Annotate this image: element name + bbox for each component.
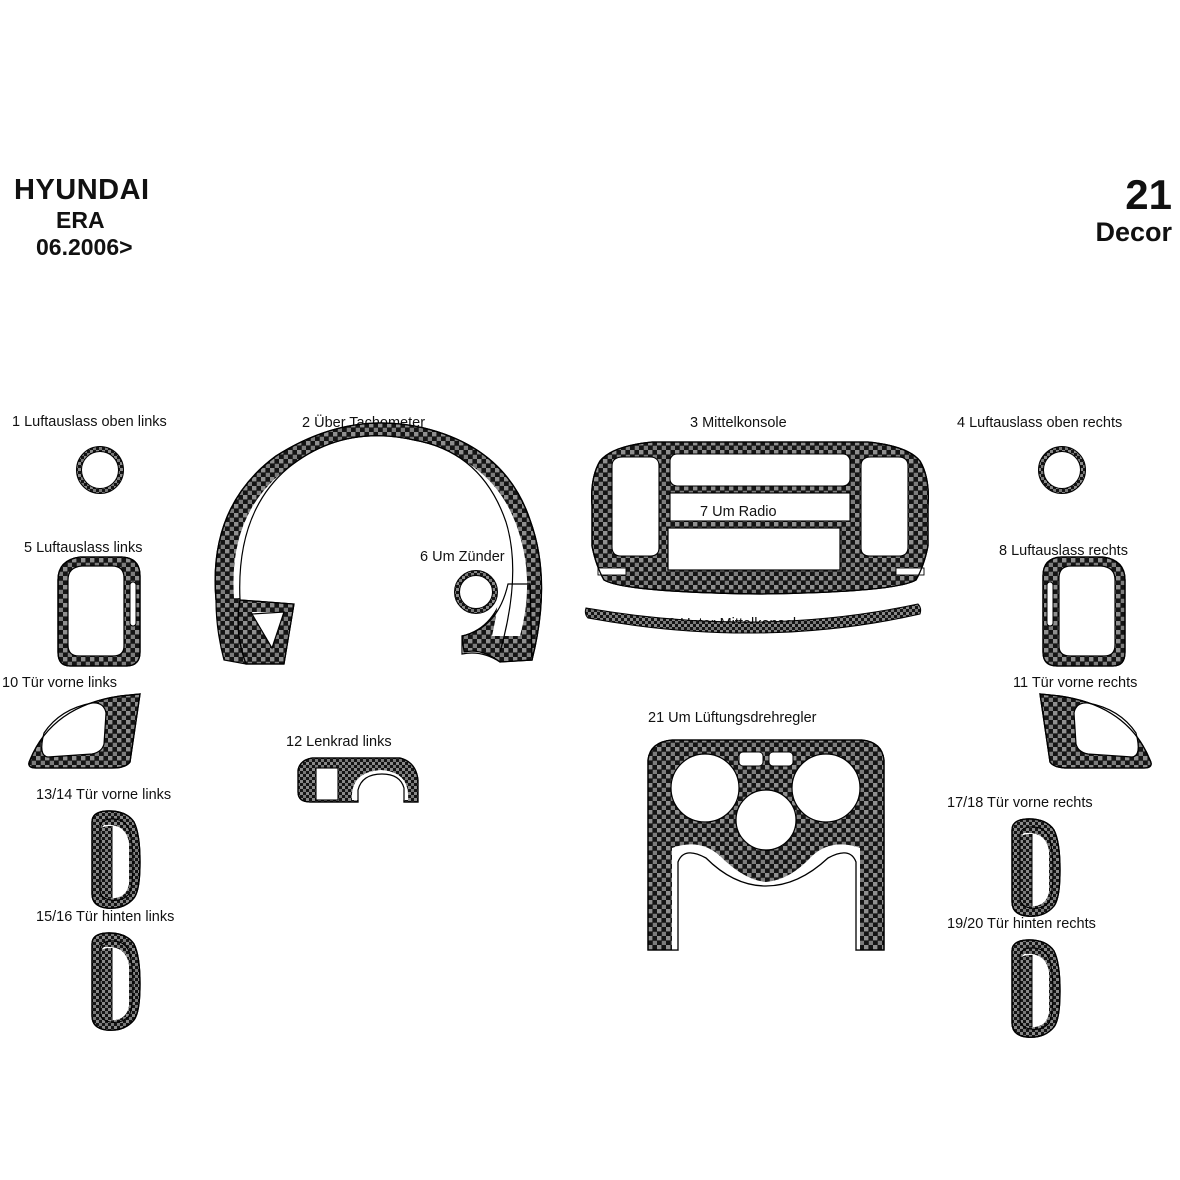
part-label-11: 11 Tür vorne rechts: [1013, 675, 1138, 691]
part-label-21: 21 Um Lüftungsdrehregler: [648, 710, 817, 726]
part-shape-10[interactable]: [28, 693, 141, 769]
part-label-6: 6 Um Zünder: [420, 549, 505, 565]
part-shape-21[interactable]: [647, 739, 885, 951]
part-label-19-20: 19/20 Tür hinten rechts: [947, 916, 1096, 932]
part-label-10: 10 Tür vorne links: [2, 675, 117, 691]
part-label-12: 12 Lenkrad links: [286, 734, 392, 750]
part-label-4: 4 Luftauslass oben rechts: [957, 415, 1123, 431]
part-shape-13-14[interactable]: [91, 810, 141, 909]
part-label-13-14: 13/14 Tür vorne links: [36, 787, 172, 803]
part-shape-11[interactable]: [1039, 693, 1152, 769]
decor-count-label: Decor: [1095, 217, 1172, 247]
decor-count-block: 21 Decor: [1095, 174, 1172, 248]
part-shape-1[interactable]: [76, 446, 124, 494]
brand-model: ERA: [56, 207, 105, 233]
part-shape-6[interactable]: [454, 570, 498, 614]
brand-name: HYUNDAI: [14, 174, 150, 206]
part-label-8: 8 Luftauslass rechts: [999, 543, 1128, 559]
part-label-17-18: 17/18 Tür vorne rechts: [947, 795, 1093, 811]
part-shape-5[interactable]: [57, 556, 141, 667]
part-label-15-16: 15/16 Tür hinten links: [36, 909, 175, 925]
part-label-2: 2 Über Tachometer: [302, 415, 426, 431]
decor-count-number: 21: [1125, 171, 1172, 218]
brand-block: HYUNDAI ERA 06.2006>: [14, 176, 434, 261]
brand-date: 06.2006>: [36, 234, 133, 261]
part-shape-12[interactable]: [297, 757, 419, 803]
part-shape-4[interactable]: [1038, 446, 1086, 494]
part-label-9: 9 Unter Mittelkonsole: [668, 616, 805, 632]
part-label-3: 3 Mittelkonsole: [690, 415, 787, 431]
part-shape-17-18[interactable]: [1011, 818, 1061, 917]
part-label-5: 5 Luftauslass links: [24, 540, 143, 556]
part-label-7: 7 Um Radio: [700, 504, 777, 520]
part-shape-2[interactable]: [214, 422, 543, 665]
part-shape-15-16[interactable]: [91, 932, 141, 1031]
part-shape-8[interactable]: [1042, 556, 1126, 667]
part-shape-19-20[interactable]: [1011, 939, 1061, 1038]
part-label-1: 1 Luftauslass oben links: [12, 414, 167, 430]
